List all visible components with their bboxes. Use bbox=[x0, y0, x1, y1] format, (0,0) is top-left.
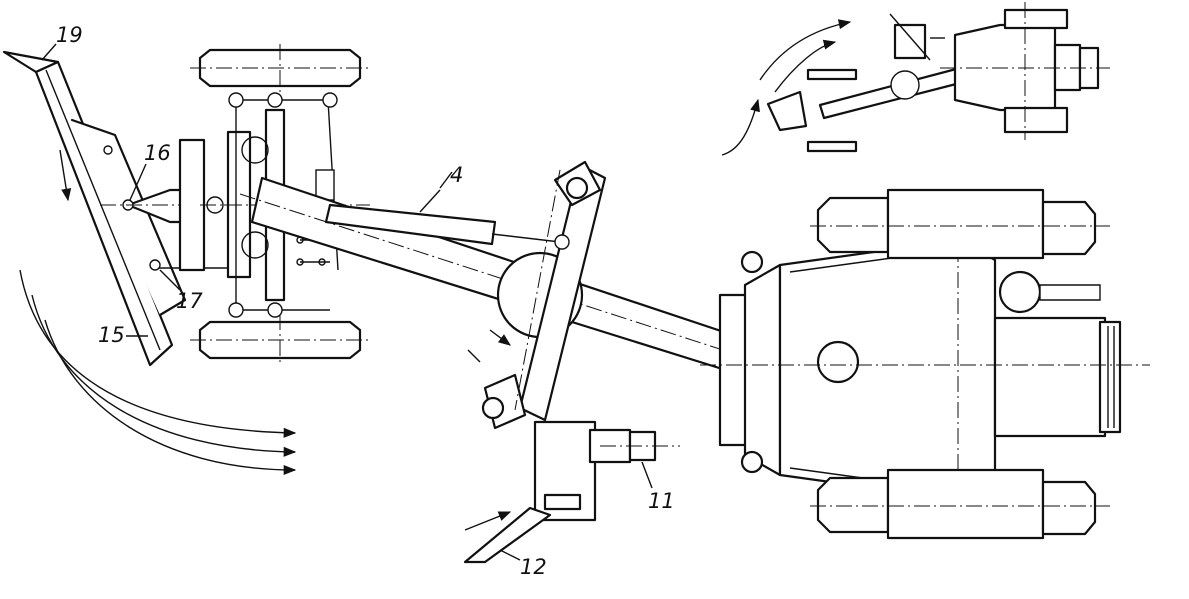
label-19: 19 bbox=[56, 23, 83, 47]
label-15: 15 bbox=[98, 323, 125, 347]
inset-sketch bbox=[721, 2, 1110, 156]
part-labels: 19 16 17 15 4 11 12 bbox=[41, 23, 675, 579]
tractor-body bbox=[700, 220, 1150, 520]
snow-flow-arrows-left bbox=[19, 269, 297, 476]
label-4: 4 bbox=[450, 163, 463, 187]
side-rotor-unit bbox=[467, 160, 607, 430]
label-17: 17 bbox=[176, 289, 203, 313]
hydraulic-cylinder bbox=[324, 189, 561, 246]
front-wheel-bottom bbox=[190, 314, 372, 364]
discharge-chute bbox=[463, 420, 680, 564]
front-wheel-top bbox=[190, 44, 372, 92]
label-12: 12 bbox=[520, 555, 547, 579]
tractor-wheel-top bbox=[810, 188, 1110, 260]
label-11: 11 bbox=[648, 489, 675, 513]
tractor-wheel-bottom bbox=[810, 468, 1110, 540]
label-16: 16 bbox=[144, 141, 171, 165]
